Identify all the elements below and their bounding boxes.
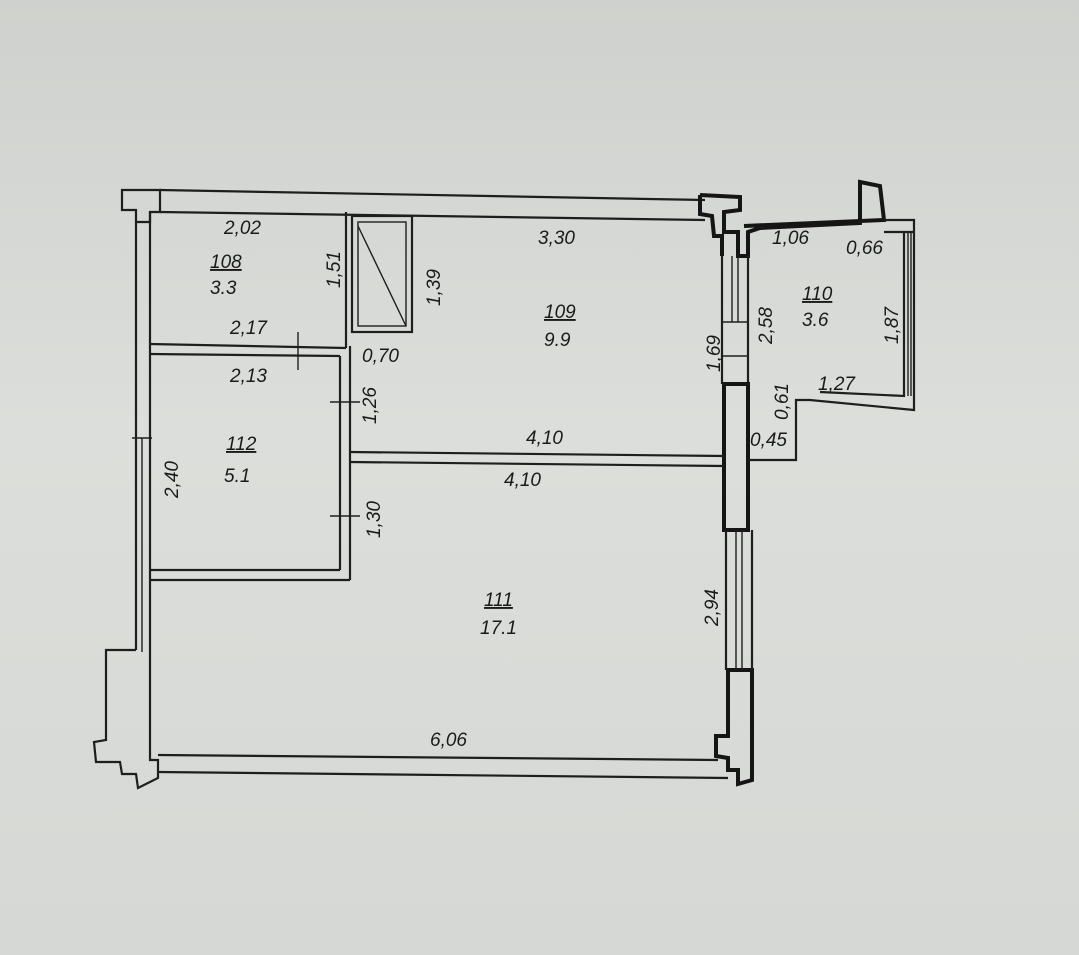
room-labels: 108 3.3 109 9.9 110 3.6 111 17.1 112 5.1: [210, 252, 833, 639]
dimension-label: 6,06: [430, 730, 467, 751]
dimension-label: 0,45: [750, 430, 787, 451]
dimension-label: 2,94: [702, 589, 723, 627]
room-109: 109 9.9: [544, 302, 576, 351]
dimension-label: 1,39: [424, 269, 445, 306]
room-108: 108 3.3: [210, 252, 242, 299]
room-110: 110 3.6: [802, 284, 833, 331]
dimension-label: 2,17: [229, 318, 268, 339]
outer-walls: [92, 188, 754, 790]
dimension-label: 1,30: [364, 501, 385, 538]
dimension-label: 3,30: [538, 228, 575, 249]
room-area: 9.9: [544, 330, 571, 351]
dimension-label: 1,06: [772, 228, 809, 249]
dimension-label: 1,27: [818, 374, 856, 395]
room-area: 17.1: [480, 618, 517, 639]
room-number: 110: [802, 284, 833, 305]
room-number: 112: [226, 434, 257, 455]
room-number: 109: [544, 302, 576, 323]
dimension-label: 4,10: [504, 470, 541, 491]
room-area: 3.3: [210, 278, 237, 299]
dimension-label: 2,13: [229, 366, 267, 387]
dimension-label: 0,61: [772, 383, 793, 420]
dimension-label: 2,40: [162, 461, 183, 499]
room-number: 111: [484, 590, 513, 611]
dimension-label: 1,87: [882, 306, 903, 344]
dimension-labels: 2,02 3,30 1,06 0,66 1,51 1,39 2,58 1,87 …: [162, 218, 903, 751]
room-area: 5.1: [224, 466, 250, 487]
dimension-label: 1,69: [704, 335, 725, 372]
dimension-label: 2,58: [756, 307, 777, 345]
room-number: 108: [210, 252, 242, 273]
right-walls: [698, 179, 916, 670]
room-112: 112 5.1: [224, 434, 257, 487]
room-111: 111 17.1: [480, 590, 517, 639]
dimension-label: 4,10: [526, 428, 563, 449]
dimension-label: 0,66: [846, 238, 883, 259]
dimension-label: 2,02: [223, 218, 261, 239]
partitions: [149, 212, 725, 582]
room-area: 3.6: [802, 310, 829, 331]
dimension-label: 1,26: [360, 387, 381, 424]
dimension-label: 1,51: [324, 251, 345, 288]
dimension-label: 0,70: [362, 346, 399, 367]
